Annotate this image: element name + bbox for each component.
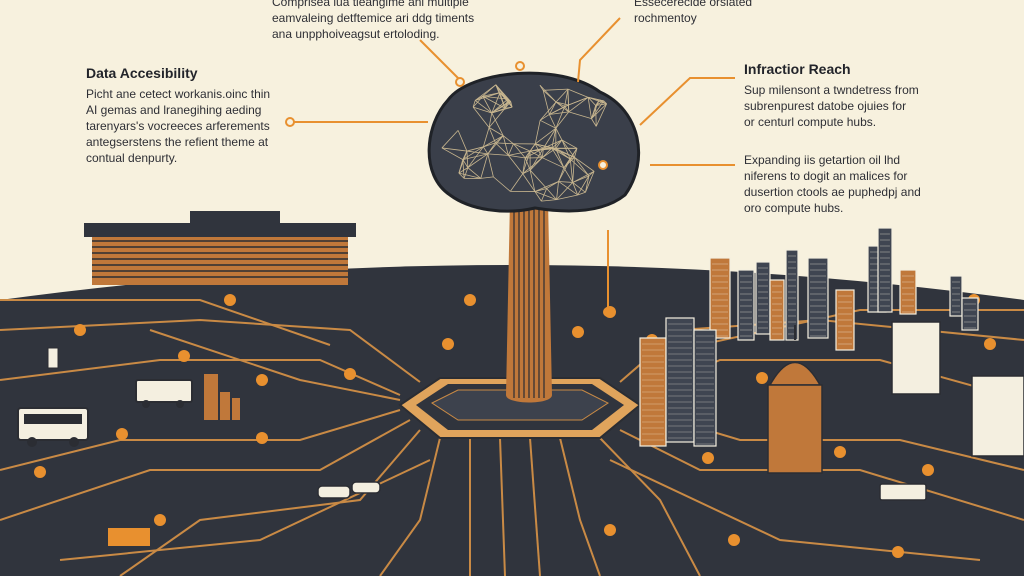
central-pillar (506, 200, 552, 403)
callout-line: or centurl compute hubs. (744, 114, 974, 130)
callout-heading: Data Accesibility (86, 64, 296, 82)
callout-line: Sup milensont a twndetress from (744, 82, 974, 98)
callout-data-accessibility: Data Accesibility Picht ane cetect worka… (86, 64, 296, 166)
callout-line: Comprisea lua tieahgime ani muitipie (272, 0, 474, 10)
callout-line: contual denpurty. (86, 150, 296, 166)
callout-line: tarenyars's vocreeces arferements (86, 118, 296, 134)
callout-line: eamvaleing detftemice ari ddg timents (272, 10, 474, 26)
callout-line: ana unpphoiveagsut ertoloding. (272, 26, 474, 42)
callout-infrastructure-reach: Infractior Reach Sup milensont a twndetr… (744, 60, 974, 130)
callout-top-center: Comprisea lua tieahgime ani muitipie eam… (272, 0, 474, 42)
callout-line: Expanding iis getartion oil lhd (744, 152, 974, 168)
left-building (84, 211, 356, 285)
callout-line: antegserstens the refient theme at (86, 134, 296, 150)
callout-line: Picht ane cetect workanis.oinc thin (86, 86, 296, 102)
van-icon (880, 484, 926, 500)
callout-line: Essecerecide orsiated (634, 0, 752, 10)
callout-line: rochmentoy (634, 10, 752, 26)
callout-expanding: Expanding iis getartion oil lhd niferens… (744, 152, 974, 216)
callout-line: AI gemas and lranegihing aeding (86, 102, 296, 118)
callout-heading: Infractior Reach (744, 60, 974, 78)
callout-line: dusertion ctools ae puphedpj and (744, 184, 974, 200)
callout-line: subrenpurest datobe ojuies for (744, 98, 974, 114)
brain-icon (429, 73, 639, 211)
callout-top-right: Essecerecide orsiated rochmentoy (634, 0, 752, 26)
callout-line: niferens to dogit an malices for (744, 168, 974, 184)
callout-line: oro compute hubs. (744, 200, 974, 216)
